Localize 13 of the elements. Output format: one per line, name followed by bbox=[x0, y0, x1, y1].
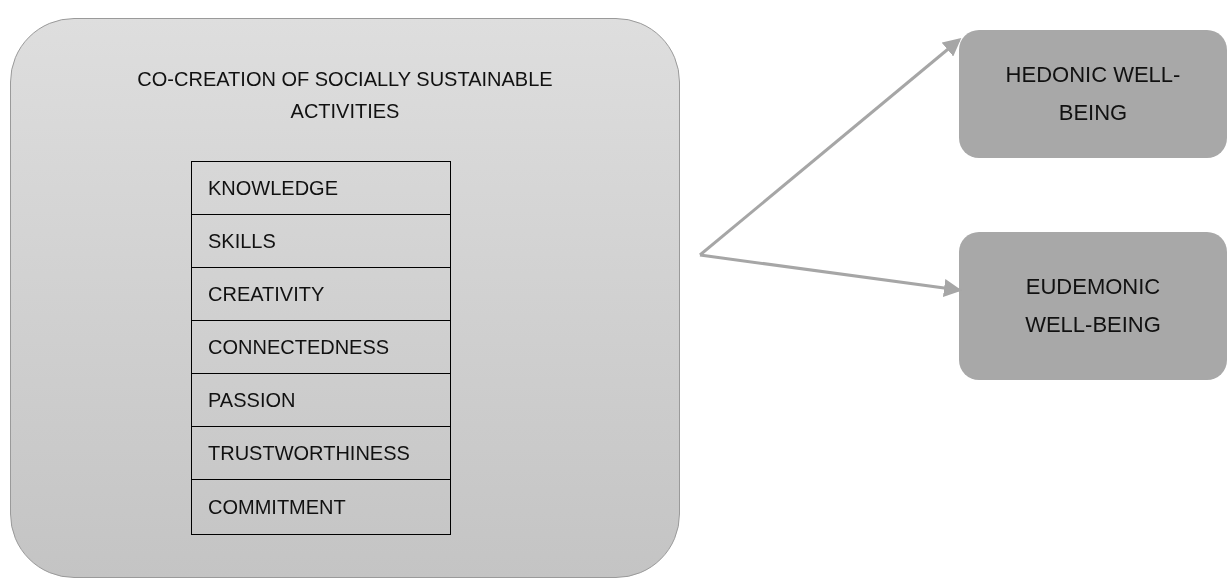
table-cell: TRUSTWORTHINESS bbox=[191, 426, 451, 480]
arrow bbox=[699, 38, 962, 257]
table-cell: CONNECTEDNESS bbox=[191, 320, 451, 374]
table-cell: COMMITMENT bbox=[191, 479, 451, 535]
group-title: CO-CREATION OF SOCIALLY SUSTAINABLE ACTIVITIES bbox=[136, 67, 554, 124]
table-cell: SKILLS bbox=[191, 214, 451, 268]
table-cell: CREATIVITY bbox=[191, 267, 451, 321]
table-cell: KNOWLEDGE bbox=[191, 161, 451, 215]
group-box bbox=[10, 18, 680, 578]
outcome-box: EUDEMONIC WELL-BEING bbox=[959, 232, 1227, 380]
arrow bbox=[699, 253, 962, 297]
table-cell: PASSION bbox=[191, 373, 451, 427]
outcome-box: HEDONIC WELL-BEING bbox=[959, 30, 1227, 158]
